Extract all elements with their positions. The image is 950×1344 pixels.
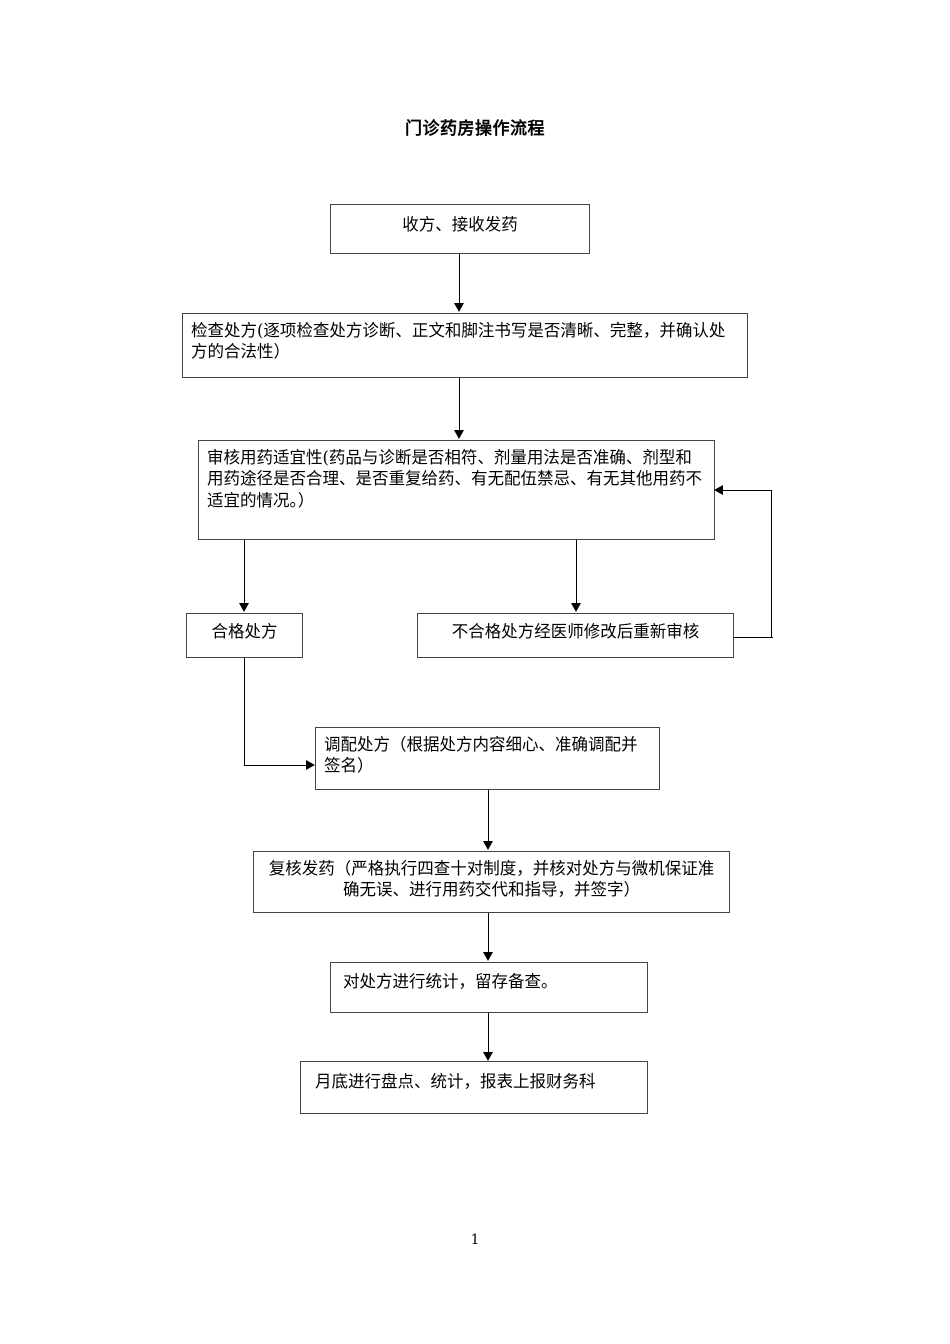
flow-node-label: 检查处方(逐项检查处方诊断、正文和脚注书写是否清晰、完整，并确认处方的合法性） (191, 321, 726, 362)
connector-n1-n2-arrowhead (454, 303, 464, 312)
connector-n8-n9-arrowhead (483, 1052, 493, 1061)
flow-node-label: 收方、接收发药 (402, 215, 518, 234)
connector-n3-n4-line (244, 540, 246, 604)
connector-n5-n3-horizontal-in (723, 490, 772, 492)
flow-node-label: 月底进行盘点、统计，报表上报财务科 (315, 1072, 596, 1091)
connector-n4-n6-vertical (244, 658, 246, 766)
flow-node-monthly-inventory-report: 月底进行盘点、统计，报表上报财务科 (300, 1061, 648, 1114)
connector-n3-n5-arrowhead (571, 603, 581, 612)
flow-node-label: 复核发药（严格执行四查十对制度，并核对处方与微机保证准确无误、进行用药交代和指导… (268, 859, 715, 900)
connector-n8-n9-line (488, 1013, 490, 1055)
connector-n6-n7-arrowhead (483, 841, 493, 850)
flow-node-recheck-and-dispense: 复核发药（严格执行四查十对制度，并核对处方与微机保证准确无误、进行用药交代和指导… (253, 851, 730, 913)
flow-node-label: 合格处方 (211, 622, 278, 641)
flow-node-check-prescription: 检查处方(逐项检查处方诊断、正文和脚注书写是否清晰、完整，并确认处方的合法性） (182, 313, 748, 378)
connector-n6-n7-line (488, 790, 490, 842)
flow-node-qualified-prescription: 合格处方 (186, 613, 303, 658)
flow-node-label: 审核用药适宜性(药品与诊断是否相符、剂量用法是否准确、剂型和用药途径是否合理、是… (207, 448, 702, 510)
connector-n1-n2-line (459, 254, 461, 304)
page-title: 门诊药房操作流程 (405, 119, 545, 139)
connector-n7-n8-line (488, 913, 490, 954)
flow-node-prescription-statistics: 对处方进行统计，留存备查。 (330, 962, 648, 1013)
connector-n3-n4-arrowhead (239, 603, 249, 612)
connector-n5-n3-horizontal-out (734, 637, 773, 639)
connector-n5-n3-arrowhead (714, 485, 723, 495)
flow-node-dispense-prescription: 调配处方（根据处方内容细心、准确调配并签名） (315, 727, 660, 790)
flow-node-review-medication-appropriateness: 审核用药适宜性(药品与诊断是否相符、剂量用法是否准确、剂型和用药途径是否合理、是… (198, 440, 715, 540)
flow-node-unqualified-prescription-recheck: 不合格处方经医师修改后重新审核 (417, 613, 734, 658)
connector-n7-n8-arrowhead (483, 952, 493, 961)
page-number: 1 (470, 1232, 480, 1248)
flow-node-label: 不合格处方经医师修改后重新审核 (451, 622, 700, 641)
flow-node-label: 对处方进行统计，留存备查。 (343, 972, 558, 991)
connector-n3-n5-line (576, 540, 578, 604)
connector-n2-n3-line (459, 378, 461, 431)
connector-n4-n6-arrowhead (306, 760, 315, 770)
connector-n5-n3-vertical (771, 490, 773, 638)
connector-n4-n6-horizontal (244, 765, 308, 767)
flow-node-receive-prescription: 收方、接收发药 (330, 204, 590, 254)
connector-n2-n3-arrowhead (454, 430, 464, 439)
flow-node-label: 调配处方（根据处方内容细心、准确调配并签名） (324, 735, 638, 776)
